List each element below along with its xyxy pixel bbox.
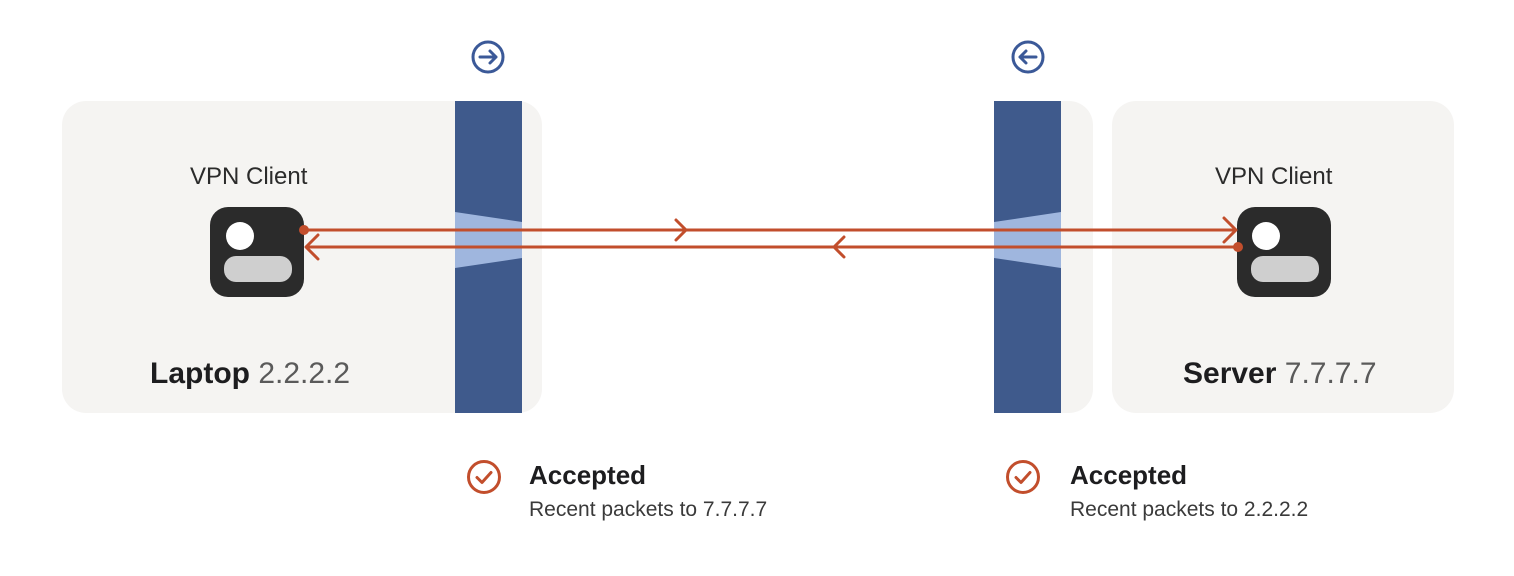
server-client-label: VPN Client [1215, 163, 1333, 190]
right-firewall-opening [994, 212, 1061, 268]
laptop-host-label: Laptop 2.2.2.2 [150, 357, 350, 391]
left-status-title: Accepted [529, 460, 647, 490]
left-firewall-opening [455, 212, 522, 268]
left-status-detail: Recent packets to 7.7.7.7 [529, 498, 768, 521]
left-firewall-status: Accepted Recent packets to 7.7.7.7 [529, 460, 767, 524]
server-ip: 7.7.7.7 [1284, 357, 1377, 390]
server-client-icon [1237, 207, 1331, 297]
arrow-right-circle-icon [471, 40, 505, 74]
check-circle-icon [1006, 460, 1040, 494]
server-name: Server [1183, 357, 1277, 390]
packet-line-to-server [299, 216, 1238, 244]
laptop-client-label: VPN Client [190, 163, 308, 190]
packet-line-to-laptop [304, 233, 1243, 261]
right-firewall-status: Accepted Recent packets to 2.2.2.2 [1070, 460, 1308, 524]
right-status-detail: Recent packets to 2.2.2.2 [1070, 498, 1309, 521]
left-firewall [455, 101, 522, 413]
arrow-left-circle-icon [1011, 40, 1045, 74]
laptop-client-icon [210, 207, 304, 297]
right-firewall [994, 101, 1061, 413]
laptop-name: Laptop [150, 357, 250, 390]
laptop-ip: 2.2.2.2 [258, 357, 351, 390]
check-circle-icon [467, 460, 501, 494]
server-host-label: Server 7.7.7.7 [1183, 357, 1377, 391]
right-status-title: Accepted [1070, 460, 1188, 490]
